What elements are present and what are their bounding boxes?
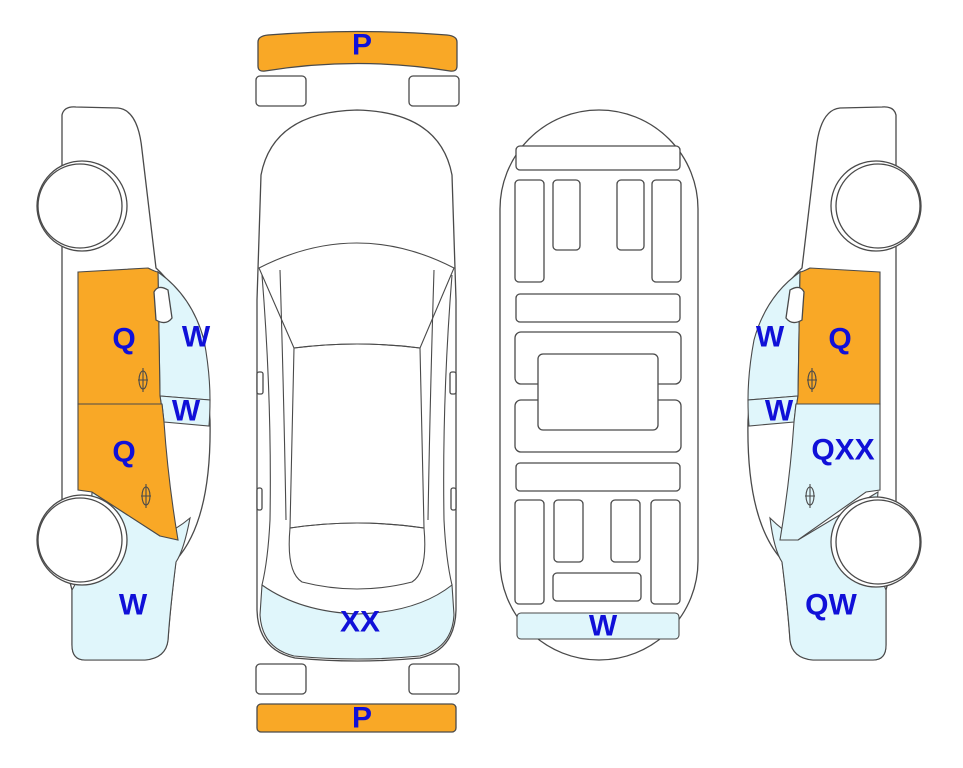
top-rear-label: XX [340,606,380,639]
rear-seat-back[interactable] [515,462,681,492]
left-rear-wheel[interactable] [37,497,123,583]
rear-right-light[interactable] [408,663,460,695]
trunk-rear-label: W [589,610,618,643]
rear-right-seat[interactable] [610,499,641,563]
right-rear-window-label: W [765,395,794,428]
right-rear-wheel[interactable] [835,499,921,585]
right-mirror-side[interactable] [785,286,805,324]
rear-bumper[interactable]: P [256,702,457,735]
front-left-seat[interactable] [552,179,581,251]
front-bumper-shape[interactable] [257,30,458,72]
rear-bumper-shape[interactable] [256,703,457,733]
right-front-window[interactable] [747,270,801,401]
left-rear-window-label: W [172,395,201,428]
left-rear-window[interactable] [159,395,211,427]
front-right-seat[interactable] [616,179,645,251]
rear-bench[interactable] [552,572,642,602]
right-rear-fender-label: QW [805,589,857,622]
center-console[interactable] [537,353,659,431]
rear-left-light[interactable] [255,663,307,695]
left-rear-door-label: Q [112,436,135,469]
left-side-view: W W W Q Q [36,106,211,661]
right-rear-door-label: QXX [811,434,874,467]
top-rear-damage[interactable] [259,583,455,660]
trunk-rear-damage[interactable] [516,612,680,640]
dashboard[interactable] [515,145,681,171]
rear-bumper-label: P [352,702,372,735]
right-front-window-label: W [756,321,785,354]
right-front-door-label: Q [828,323,851,356]
left-front-door-label: Q [112,323,135,356]
rear-right-seat-side[interactable] [650,499,681,605]
front-bumper[interactable]: P [257,29,458,72]
front-left-seat-side[interactable] [514,179,545,283]
left-front-window[interactable] [157,270,211,401]
front-right-light[interactable] [408,75,460,107]
left-rear-fender-label: W [119,589,148,622]
front-left-light[interactable] [255,75,307,107]
front-right-seat-side[interactable] [651,179,682,283]
left-rear-door[interactable] [77,403,179,541]
right-side-view: QW W W Q QXX [747,106,922,661]
left-front-window-label: W [182,321,211,354]
top-view: XX [256,109,457,662]
right-mirror[interactable] [449,371,457,395]
rear-window[interactable] [288,522,426,590]
rear-left-seat[interactable] [553,499,584,563]
front-bumper-label: P [352,29,372,62]
right-rear-window[interactable] [747,395,799,427]
front-seat-back[interactable] [515,293,681,323]
left-mirror-side[interactable] [153,286,173,324]
rear-left-seat-side[interactable] [514,499,545,605]
left-front-wheel[interactable] [37,163,123,249]
right-front-wheel[interactable] [835,163,921,249]
left-mirror[interactable] [256,371,264,395]
right-rear-door[interactable] [779,403,881,541]
interior-view: W [499,109,699,661]
top-view-body[interactable] [256,109,457,662]
